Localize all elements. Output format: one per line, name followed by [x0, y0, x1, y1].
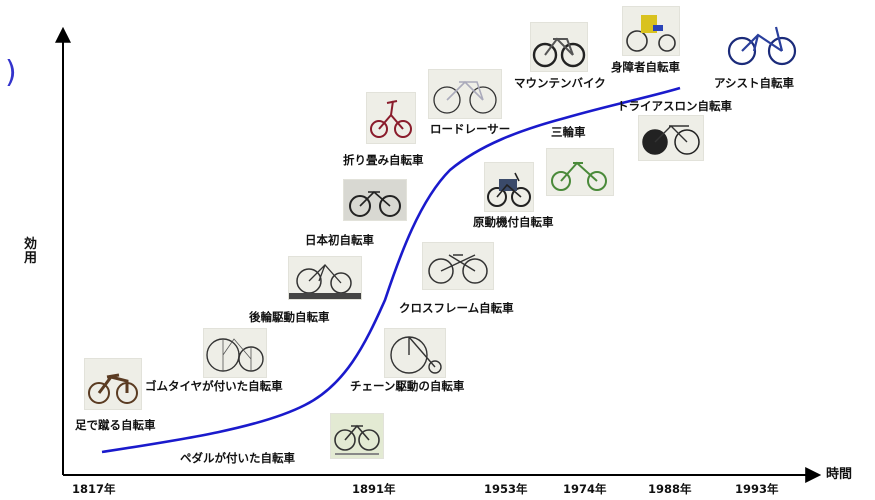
milestone-label-first-japanese: 日本初自転車 [305, 233, 374, 247]
pedal-bicycle-icon [330, 413, 384, 459]
milestone-label-pedal-bicycle: ペダルが付いた自転車 [180, 451, 295, 465]
milestone-label-folding: 折り畳み自転車 [343, 153, 424, 167]
assist-bicycle-icon [723, 16, 801, 70]
y-axis-title: 効 用 [24, 237, 38, 266]
corner-mark: ) [5, 55, 17, 90]
milestone-label-handcycle: 身障者自転車 [611, 60, 680, 74]
folding-bicycle-icon [366, 92, 416, 144]
year-label-1993: 1993年 [735, 482, 779, 496]
high-wheeler-icon [384, 328, 446, 378]
milestone-label-assist: アシスト自転車 [714, 76, 795, 90]
year-label-1974: 1974年 [563, 482, 607, 496]
year-label-1988: 1988年 [648, 482, 692, 496]
tricycle-icon [546, 148, 614, 196]
mountain-bike-icon [530, 22, 588, 72]
milestone-label-rear-drive: 後輪駆動自転車 [249, 310, 330, 324]
milestone-label-moped: 原動機付自転車 [473, 215, 554, 229]
triathlon-bicycle-icon [638, 115, 704, 161]
cross-frame-bicycle-icon [422, 242, 494, 290]
x-axis-title: 時間 [826, 467, 853, 482]
running-machine-icon [84, 358, 142, 410]
milestone-label-mountain-bike: マウンテンバイク [514, 76, 606, 90]
utility-curve [101, 86, 681, 454]
milestone-label-triathlon: トライアスロン自転車 [617, 99, 732, 113]
milestone-label-cross-frame: クロスフレーム自転車 [399, 301, 514, 315]
year-label-1817: 1817年 [72, 482, 116, 496]
road-racer-icon [428, 69, 502, 119]
handcycle-icon [622, 6, 680, 56]
rear-drive-bicycle-icon [288, 256, 362, 300]
milestone-label-tricycle: 三輪車 [551, 125, 586, 139]
year-label-1953: 1953年 [484, 482, 528, 496]
rubber-tire-bicycle-icon [203, 328, 267, 378]
milestone-label-running-machine: 足で蹴る自転車 [75, 418, 156, 432]
first-japanese-bicycle-icon [343, 179, 407, 221]
milestone-label-chain-drive: チェーン駆動の自転車 [350, 379, 465, 393]
moped-icon [484, 162, 534, 212]
milestone-label-road-racer: ロードレーサー [430, 122, 511, 136]
milestone-label-rubber-tire: ゴムタイヤが付いた自転車 [145, 379, 283, 393]
year-label-1891: 1891年 [352, 482, 396, 496]
